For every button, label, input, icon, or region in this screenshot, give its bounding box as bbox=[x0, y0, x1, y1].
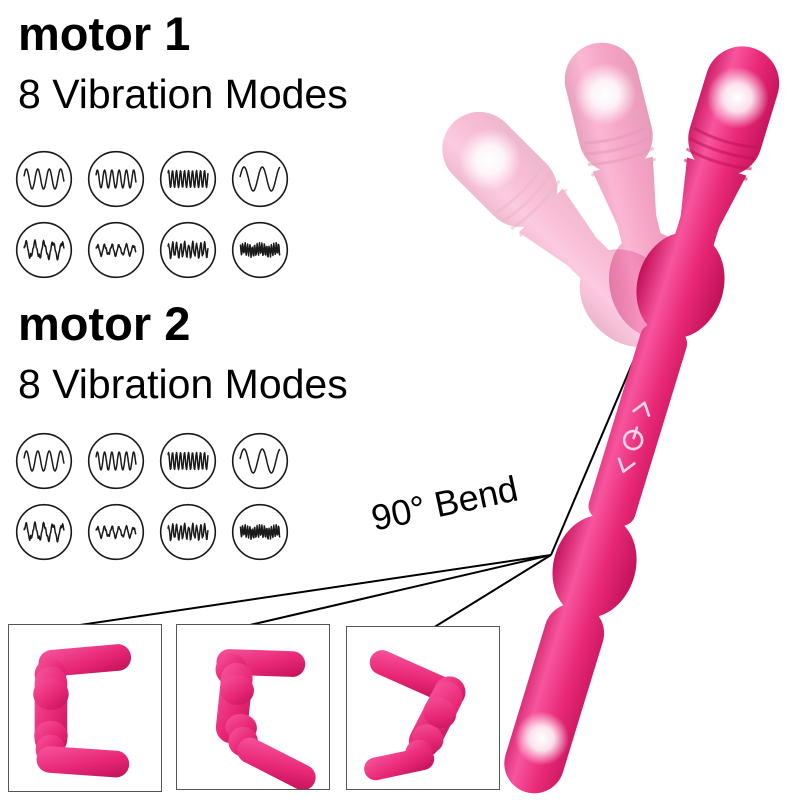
wave-dense-ripple-icon bbox=[159, 432, 217, 490]
bend-example-box-1 bbox=[8, 624, 162, 792]
device-lower-body bbox=[504, 323, 688, 794]
power-icon bbox=[622, 426, 644, 451]
motor2-vibration-modes-grid bbox=[15, 432, 289, 561]
wave-sine-tight-icon bbox=[87, 432, 145, 490]
wave-scribble-dense-icon bbox=[231, 503, 289, 561]
bend-shape-step bbox=[215, 649, 316, 789]
motor1-vibration-modes-grid bbox=[15, 150, 289, 279]
wave-irregular-large-icon bbox=[15, 503, 73, 561]
wave-irregular-small-icon bbox=[87, 221, 145, 279]
wave-burst-dense-icon bbox=[159, 221, 217, 279]
wave-slow-large-icon bbox=[231, 150, 289, 208]
motor2-title: motor 2 bbox=[18, 297, 191, 350]
wave-sine-medium-icon bbox=[15, 150, 73, 208]
wave-irregular-small-icon bbox=[87, 503, 145, 561]
wave-irregular-large-icon bbox=[15, 221, 73, 279]
device-bottom-arm bbox=[504, 603, 605, 794]
bend-example-box-2 bbox=[176, 624, 330, 790]
product-device bbox=[421, 31, 796, 794]
wave-sine-tight-icon bbox=[87, 150, 145, 208]
motor2-subtitle: 8 Vibration Modes bbox=[18, 361, 348, 407]
device-controls bbox=[617, 401, 651, 473]
wave-scribble-dense-icon bbox=[231, 221, 289, 279]
bend-pointer-line-2 bbox=[249, 554, 552, 626]
wave-slow-large-icon bbox=[231, 432, 289, 490]
bend-example-box-3 bbox=[346, 626, 500, 790]
device-shaft bbox=[588, 323, 688, 526]
lower-bulge bbox=[552, 515, 637, 618]
motor-glow-bottom bbox=[514, 711, 569, 766]
arrow-down-icon bbox=[617, 457, 636, 473]
wave-dense-ripple-icon bbox=[159, 150, 217, 208]
wave-sine-medium-icon bbox=[15, 432, 73, 490]
bend-pointer-line-1 bbox=[79, 554, 552, 626]
bend-shape-bracket bbox=[33, 644, 132, 778]
motor1-subtitle: 8 Vibration Modes bbox=[18, 71, 348, 117]
bend-shape-angle bbox=[364, 650, 466, 781]
arrow-up-icon bbox=[632, 401, 651, 417]
bend-pointer-line-3 bbox=[427, 554, 552, 632]
wave-burst-dense-icon bbox=[159, 503, 217, 561]
motor1-title: motor 1 bbox=[18, 7, 191, 60]
